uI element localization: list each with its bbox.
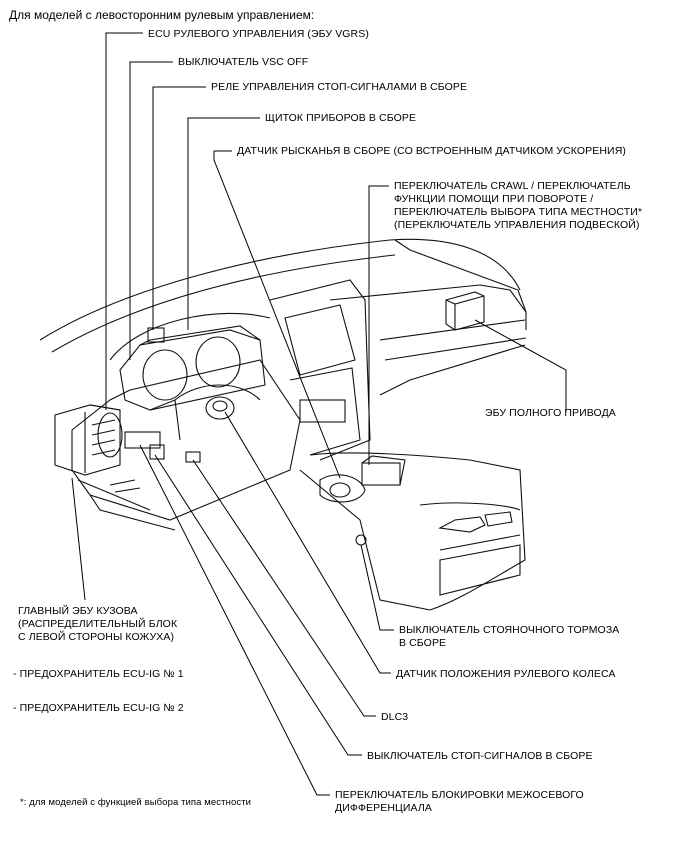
label-diff-lock: ПЕРЕКЛЮЧАТЕЛЬ БЛОКИРОВКИ МЕЖОСЕВОГО ДИФФ… xyxy=(335,789,584,814)
label-ecu-steering: ECU РУЛЕВОГО УПРАВЛЕНИЯ (ЭБУ VGRS) xyxy=(148,28,369,40)
label-body-ecu: ГЛАВНЫЙ ЭБУ КУЗОВА (РАСПРЕДЕЛИТЕЛЬНЫЙ БЛ… xyxy=(18,605,178,643)
label-vsc-off: ВЫКЛЮЧАТЕЛЬ VSC OFF xyxy=(178,56,309,68)
label-fuse-2: - ПРЕДОХРАНИТЕЛЬ ECU-IG № 2 xyxy=(13,702,184,714)
label-fuse-1: - ПРЕДОХРАНИТЕЛЬ ECU-IG № 1 xyxy=(13,668,184,680)
label-dlc3: DLC3 xyxy=(381,711,409,723)
label-crawl-switch: ПЕРЕКЛЮЧАТЕЛЬ CRAWL / ПЕРЕКЛЮЧАТЕЛЬ ФУНК… xyxy=(394,180,643,231)
footnote: *: для моделей с функцией выбора типа ме… xyxy=(20,797,252,808)
page-header: Для моделей с левосторонним рулевым упра… xyxy=(9,8,315,22)
label-instrument-panel: ЩИТОК ПРИБОРОВ В СБОРЕ xyxy=(265,112,417,124)
leader-lines xyxy=(71,32,567,796)
dashboard-illustration xyxy=(39,238,527,611)
label-stop-relay: РЕЛЕ УПРАВЛЕНИЯ СТОП-СИГНАЛАМИ В СБОРЕ xyxy=(211,81,468,93)
label-parking-brake: ВЫКЛЮЧАТЕЛЬ СТОЯНОЧНОГО ТОРМОЗА В СБОРЕ xyxy=(399,624,620,649)
label-yaw-sensor: ДАТЧИК РЫСКАНЬЯ В СБОРЕ (СО ВСТРОЕННЫМ Д… xyxy=(237,145,626,157)
label-stop-switch: ВЫКЛЮЧАТЕЛЬ СТОП-СИГНАЛОВ В СБОРЕ xyxy=(367,750,593,762)
label-steering-angle: ДАТЧИК ПОЛОЖЕНИЯ РУЛЕВОГО КОЛЕСА xyxy=(396,668,616,680)
label-awd-ecu: ЭБУ ПОЛНОГО ПРИВОДА xyxy=(485,407,616,419)
